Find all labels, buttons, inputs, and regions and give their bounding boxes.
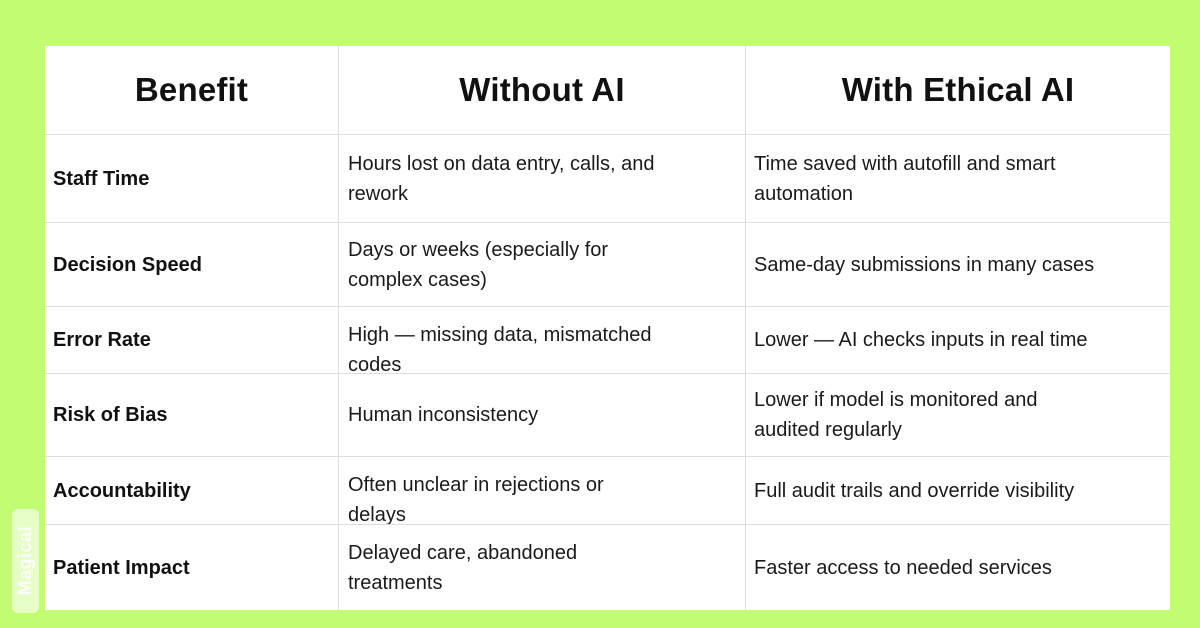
comparison-table: Benefit Without AI With Ethical AI Staff…: [45, 46, 1170, 610]
cell-patient-impact-with-ethical-ai: Faster access to needed services: [745, 524, 1170, 610]
patient-impact-without-ai-text: Delayed care, abandoned treatments: [348, 541, 578, 594]
cell-risk-of-bias-without-ai: Human inconsistency: [338, 373, 745, 456]
error-rate-without-ai-text: High — missing data, mismatched codes: [348, 324, 652, 373]
risk-of-bias-label: Risk of Bias: [53, 404, 168, 426]
decision-speed-with-ethical-ai-text: Same-day submissions in many cases: [754, 253, 1095, 276]
cell-patient-impact-without-ai: Delayed care, abandoned treatments: [338, 524, 745, 610]
header-cell-without-ai: Without AI: [338, 46, 745, 134]
header-benefit-label: Benefit: [134, 71, 249, 108]
row-label-error-rate: Error Rate: [45, 306, 338, 373]
cell-decision-speed-without-ai: Days or weeks (especially for complex ca…: [338, 222, 745, 306]
cell-accountability-with-ethical-ai: Full audit trails and override visibilit…: [745, 456, 1170, 524]
row-label-decision-speed: Decision Speed: [45, 222, 338, 306]
cell-staff-time-with-ethical-ai: Time saved with autofill and smart autom…: [745, 134, 1170, 222]
accountability-label: Accountability: [53, 479, 191, 502]
magical-watermark-label: Magical: [15, 526, 35, 596]
error-rate-label: Error Rate: [53, 329, 151, 351]
patient-impact-with-ethical-ai-text: Faster access to needed services: [754, 556, 1052, 579]
cell-error-rate-with-ethical-ai: Lower — AI checks inputs in real time: [745, 306, 1170, 373]
row-label-patient-impact: Patient Impact: [45, 524, 338, 610]
cell-decision-speed-with-ethical-ai: Same-day submissions in many cases: [745, 222, 1170, 306]
error-rate-with-ethical-ai-text: Lower — AI checks inputs in real time: [754, 329, 1088, 351]
header-without-ai-label: Without AI: [459, 71, 625, 108]
staff-time-with-ethical-ai-text: Time saved with autofill and smart autom…: [754, 152, 1056, 205]
risk-of-bias-with-ethical-ai-text: Lower if model is monitored and audited …: [754, 389, 1038, 441]
row-label-risk-of-bias: Risk of Bias: [45, 373, 338, 456]
header-cell-benefit: Benefit: [45, 46, 338, 134]
decision-speed-without-ai-text: Days or weeks (especially for complex ca…: [348, 238, 609, 291]
header-cell-with-ethical-ai: With Ethical AI: [745, 46, 1170, 134]
row-label-staff-time: Staff Time: [45, 134, 338, 222]
cell-risk-of-bias-with-ethical-ai: Lower if model is monitored and audited …: [745, 373, 1170, 456]
magical-watermark-badge: Magical: [12, 509, 39, 613]
header-with-ethical-ai-label: With Ethical AI: [841, 71, 1075, 108]
accountability-without-ai-text: Often unclear in rejections or delays: [348, 474, 604, 524]
staff-time-label: Staff Time: [53, 167, 150, 190]
cell-staff-time-without-ai: Hours lost on data entry, calls, and rew…: [338, 134, 745, 222]
cell-accountability-without-ai: Often unclear in rejections or delays: [338, 456, 745, 524]
staff-time-without-ai-text: Hours lost on data entry, calls, and rew…: [348, 152, 655, 205]
accountability-with-ethical-ai-text: Full audit trails and override visibilit…: [754, 479, 1075, 502]
risk-of-bias-without-ai-text: Human inconsistency: [348, 404, 539, 426]
cell-error-rate-without-ai: High — missing data, mismatched codes: [338, 306, 745, 373]
decision-speed-label: Decision Speed: [53, 253, 202, 276]
patient-impact-label: Patient Impact: [53, 556, 190, 579]
row-label-accountability: Accountability: [45, 456, 338, 524]
